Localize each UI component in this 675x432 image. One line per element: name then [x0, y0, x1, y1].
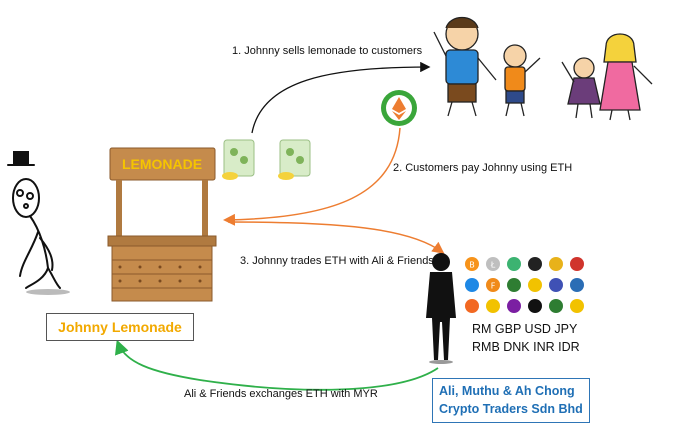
- johnny-lemonade-label: Johnny Lemonade: [58, 319, 182, 335]
- fiat-currencies-row2: RMB DNK INR IDR: [472, 340, 580, 354]
- customers-family-icon: [433, 16, 653, 121]
- coin-icon: [570, 257, 584, 271]
- traders-name: Ali, Muthu & Ah Chong: [439, 384, 575, 398]
- coin-icon: [549, 278, 563, 292]
- bitcoin-icon: B: [465, 257, 479, 271]
- coin-icon: [528, 278, 542, 292]
- step3-label: 3. Johnny trades ETH with Ali & Friends: [240, 255, 434, 267]
- step1-label: 1. Johnny sells lemonade to customers: [232, 45, 423, 57]
- factom-icon: F: [486, 278, 500, 292]
- stand-sign: LEMONADE: [122, 156, 202, 172]
- traders-company: Crypto Traders Sdn Bhd: [439, 402, 583, 416]
- coin-icon: [528, 299, 542, 313]
- coin-icon: [486, 299, 500, 313]
- coin-icon: [570, 299, 584, 313]
- coin-icon: [507, 299, 521, 313]
- crypto-coin-grid: B Ł F: [465, 257, 584, 313]
- lemonade-stand-icon: LEMONADE: [107, 147, 217, 302]
- coin-icon: [465, 278, 479, 292]
- svg-text:Ł: Ł: [490, 261, 496, 270]
- crypto-traders-box: Ali, Muthu & Ah Chong Crypto Traders Sdn…: [432, 378, 590, 423]
- arrow-exchange: [114, 339, 439, 391]
- coin-icon: [549, 299, 563, 313]
- arrow-sell: [251, 61, 431, 134]
- arrow-trade: [227, 221, 445, 254]
- arrow-pay: [223, 127, 401, 226]
- coin-icon: [570, 278, 584, 292]
- step2-label: 2. Customers pay Johnny using ETH: [393, 162, 573, 174]
- svg-text:B: B: [469, 261, 475, 270]
- coin-icon: [507, 257, 521, 271]
- lemonade-glass-icon: [222, 139, 311, 180]
- johnny-stickman-icon: [7, 151, 70, 295]
- monero-icon: [465, 299, 479, 313]
- dash-icon: [528, 257, 542, 271]
- trader-silhouette-icon: [426, 253, 456, 364]
- fiat-currencies-row1: RM GBP USD JPY: [472, 322, 578, 336]
- litecoin-icon: Ł: [486, 257, 500, 271]
- step4-label: Ali & Friends exchanges ETH with MYR: [184, 388, 378, 400]
- johnny-lemonade-box: Johnny Lemonade: [46, 313, 194, 341]
- coin-icon: [507, 278, 521, 292]
- ethereum-icon: [381, 90, 417, 126]
- coin-icon: [549, 257, 563, 271]
- svg-text:F: F: [491, 282, 496, 291]
